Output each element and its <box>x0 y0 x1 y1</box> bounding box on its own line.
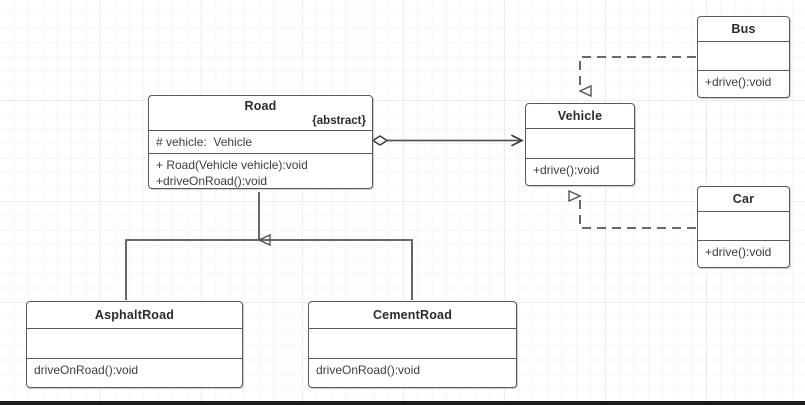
class-box-vehicle[interactable]: Vehicle +drive():void <box>525 103 635 186</box>
class-operations-vehicle: +drive():void <box>526 159 634 185</box>
class-box-cementroad[interactable]: CementRoad driveOnRoad():void <box>308 301 517 388</box>
edge-car-realizes-vehicle <box>568 189 696 229</box>
class-operation: driveOnRoad():void <box>316 363 421 377</box>
class-box-road[interactable]: Road {abstract} # vehicle: Vehicle + Roa… <box>148 95 373 189</box>
class-header-car: Car <box>698 187 789 212</box>
class-attributes-bus <box>698 42 789 71</box>
class-attributes-road: # vehicle: Vehicle <box>149 131 372 154</box>
class-header-asphaltroad: AsphaltRoad <box>27 302 242 329</box>
class-box-car[interactable]: Car +drive():void <box>697 186 790 268</box>
class-operations-asphaltroad: driveOnRoad():void <box>27 359 242 387</box>
class-operation: + Road(Vehicle vehicle):void <box>156 158 308 172</box>
class-box-bus[interactable]: Bus +drive():void <box>697 16 790 98</box>
class-operations-bus: +drive():void <box>698 71 789 97</box>
class-operation: +drive():void <box>705 75 772 89</box>
class-stereotype-road: {abstract} <box>312 115 366 127</box>
class-attributes-cementroad <box>309 329 516 359</box>
class-attributes-asphaltroad <box>27 329 242 359</box>
class-header-vehicle: Vehicle <box>526 104 634 129</box>
class-attributes-vehicle <box>526 129 634 159</box>
class-operations-road: + Road(Vehicle vehicle):void +driveOnRoa… <box>149 154 372 188</box>
class-name-cementroad: CementRoad <box>372 308 453 322</box>
class-box-asphaltroad[interactable]: AsphaltRoad driveOnRoad():void <box>26 301 243 388</box>
class-name-car: Car <box>732 192 755 206</box>
class-name-road: Road <box>244 99 277 113</box>
class-header-road: Road {abstract} <box>149 96 372 131</box>
class-operation: +drive():void <box>705 245 772 259</box>
class-attribute: # vehicle: Vehicle <box>156 135 253 149</box>
edge-subclasses-extend-road <box>125 192 413 300</box>
class-operation: +drive():void <box>533 163 600 177</box>
class-operation: +driveOnRoad():void <box>156 174 268 188</box>
class-name-asphaltroad: AsphaltRoad <box>94 308 175 322</box>
class-name-bus: Bus <box>731 22 756 36</box>
class-name-vehicle: Vehicle <box>557 109 603 123</box>
class-attributes-car <box>698 212 789 241</box>
class-header-cementroad: CementRoad <box>309 302 516 329</box>
edge-bus-realizes-vehicle <box>578 56 696 98</box>
class-operation: driveOnRoad():void <box>34 363 139 377</box>
class-operations-car: +drive():void <box>698 241 789 267</box>
class-header-bus: Bus <box>698 17 789 42</box>
class-operations-cementroad: driveOnRoad():void <box>309 359 516 387</box>
